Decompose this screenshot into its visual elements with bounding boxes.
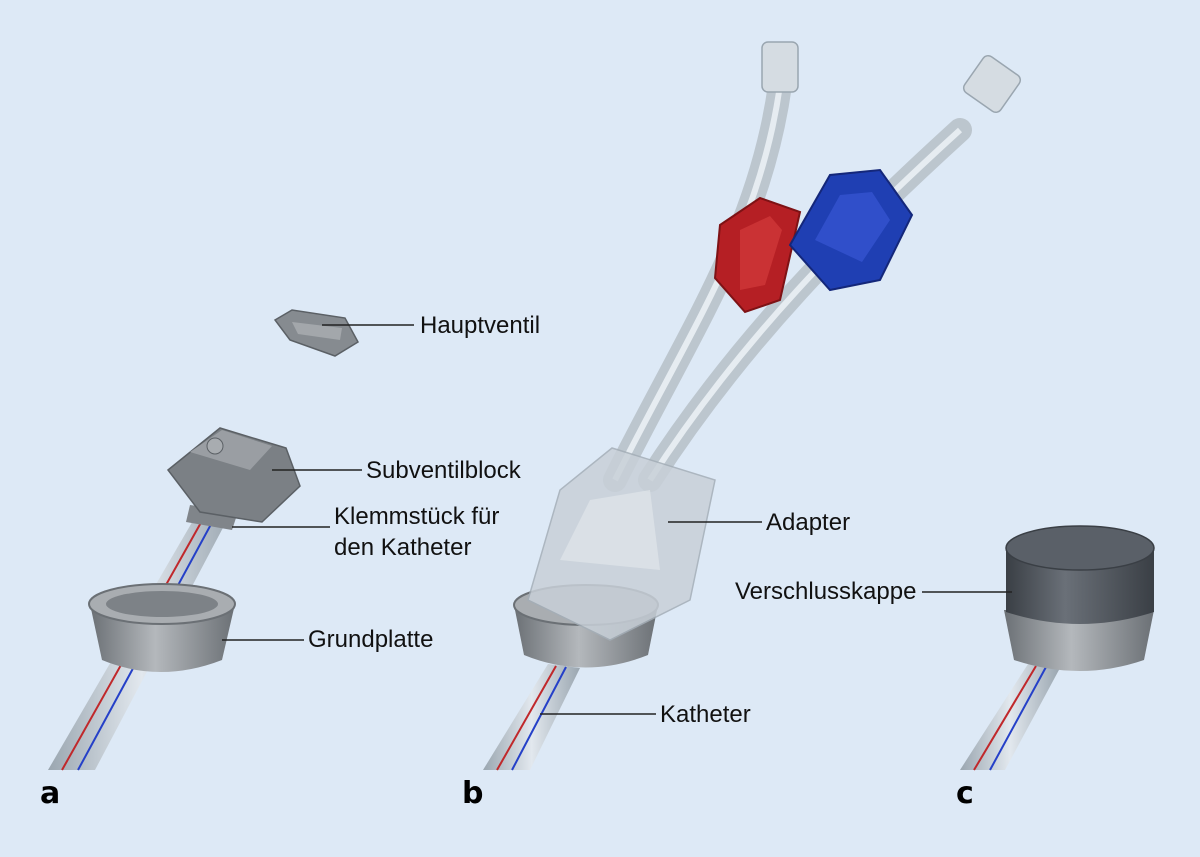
label-adapter: Adapter xyxy=(766,509,851,536)
label-grundplatte: Grundplatte xyxy=(308,626,434,653)
panel-c-drawing xyxy=(960,525,1155,771)
clamp-red xyxy=(713,196,802,314)
panel-letter-b: b xyxy=(462,776,484,811)
closure-cap-c xyxy=(1005,525,1155,624)
label-hauptventil: Hauptventil xyxy=(420,312,541,339)
label-subventilblock: Subventilblock xyxy=(366,457,521,484)
catheter-c xyxy=(960,664,1060,771)
label-klemmstueck-line2: den Katheter xyxy=(334,534,472,561)
panel-a-drawing xyxy=(48,309,359,771)
catheter-b xyxy=(483,664,580,771)
label-verschlusskappe: Verschlusskappe xyxy=(735,578,917,605)
luer-connector-right xyxy=(962,54,1022,114)
subvalve-block-a xyxy=(166,427,301,523)
adapter-b xyxy=(527,447,716,641)
base-plate-c xyxy=(1004,610,1154,671)
main-valve-a xyxy=(273,309,359,357)
panel-letter-c: c xyxy=(956,776,974,811)
luer-connector-left xyxy=(761,41,799,93)
label-katheter: Katheter xyxy=(660,701,751,728)
panel-letter-a: a xyxy=(40,776,61,811)
leader-lines xyxy=(222,324,1012,715)
base-plate-a xyxy=(88,583,236,672)
clamp-blue xyxy=(788,168,914,292)
panel-b-drawing xyxy=(483,41,1022,771)
label-klemmstueck-line1: Klemmstück für xyxy=(334,503,500,530)
extension-tubes-b xyxy=(603,73,972,492)
